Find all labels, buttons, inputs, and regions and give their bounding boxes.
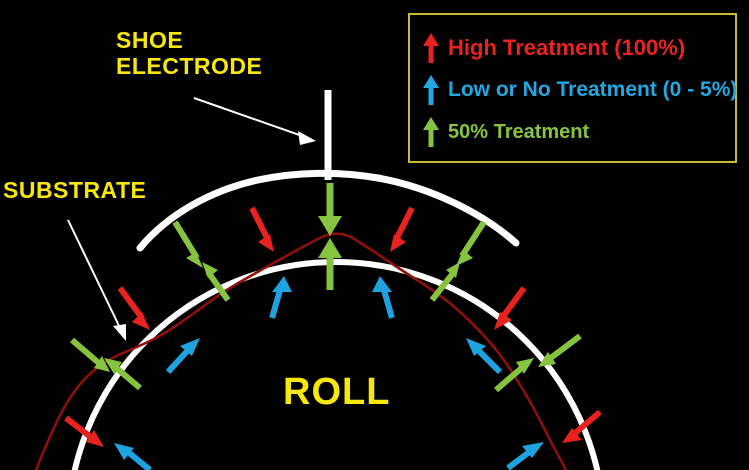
arrow-red-in-1 <box>249 206 274 252</box>
substrate-web-group <box>34 232 568 470</box>
arrow-red-in-4 <box>494 286 527 330</box>
substrate-label: SUBSTRATE <box>3 177 147 203</box>
blue-outward-arrows-group <box>114 276 544 470</box>
roll-circle-group <box>71 259 601 470</box>
arrow-green-in-2 <box>318 183 342 236</box>
arrow-blue-out-2 <box>372 276 395 319</box>
arrow-green-in-3 <box>456 220 487 266</box>
shoe-electrode-label: SHOE ELECTRODE <box>116 27 263 79</box>
arrow-green-in-4 <box>538 333 582 367</box>
legend-item-low-treatment: Low or No Treatment (0 - 5%) <box>420 73 737 107</box>
arrow-blue-out-5 <box>114 443 152 470</box>
legend-label-mid-treatment: 50% Treatment <box>448 120 590 143</box>
up-arrow-icon <box>423 33 439 63</box>
legend-label-low-treatment: Low or No Treatment (0 - 5%) <box>448 78 738 101</box>
arrow-green-in-1 <box>172 220 203 268</box>
legend-panel: High Treatment (100%) Low or No Treatmen… <box>408 13 737 163</box>
green-outward-arrows-group <box>104 238 534 393</box>
roll-label: ROLL <box>283 371 391 413</box>
legend-item-high-treatment: High Treatment (100%) <box>420 31 685 65</box>
roll-circle <box>71 259 601 470</box>
arrow-blue-out-6 <box>506 442 544 470</box>
arrow-red-in-5 <box>64 415 104 447</box>
arrow-blue-out-4 <box>466 338 503 375</box>
substrate-pointer-line <box>67 219 122 331</box>
shoe-electrode-arc <box>136 169 520 252</box>
arrow-blue-out-3 <box>165 338 200 375</box>
arrow-red-in-6 <box>562 409 602 443</box>
arrow-green-in-5 <box>70 337 110 372</box>
legend-label-high-treatment: High Treatment (100%) <box>448 35 686 60</box>
up-arrow-icon <box>423 117 439 147</box>
green-inward-arrows-group <box>70 183 582 372</box>
pointer-lines-group <box>67 97 316 341</box>
legend-item-mid-treatment: 50% Treatment <box>420 115 589 149</box>
shoe-electrode-pointer-line <box>193 97 309 139</box>
substrate-pointer-arrowhead <box>113 324 126 341</box>
arrow-green-out-3 <box>429 262 460 302</box>
arrow-green-out-2 <box>318 238 342 290</box>
shoe-electrode-group <box>136 90 520 252</box>
arrow-red-in-2 <box>390 206 415 252</box>
arrow-green-out-4 <box>494 358 534 393</box>
arrow-blue-out-1 <box>269 276 292 319</box>
shoe-electrode-pointer-arrowhead <box>298 131 316 145</box>
arrow-red-in-3 <box>117 286 150 330</box>
red-inward-arrows-group <box>64 206 602 447</box>
up-arrow-icon <box>423 75 439 105</box>
substrate-line <box>34 232 568 470</box>
arrow-green-out-5 <box>104 358 142 391</box>
arrow-green-out-1 <box>202 262 231 302</box>
